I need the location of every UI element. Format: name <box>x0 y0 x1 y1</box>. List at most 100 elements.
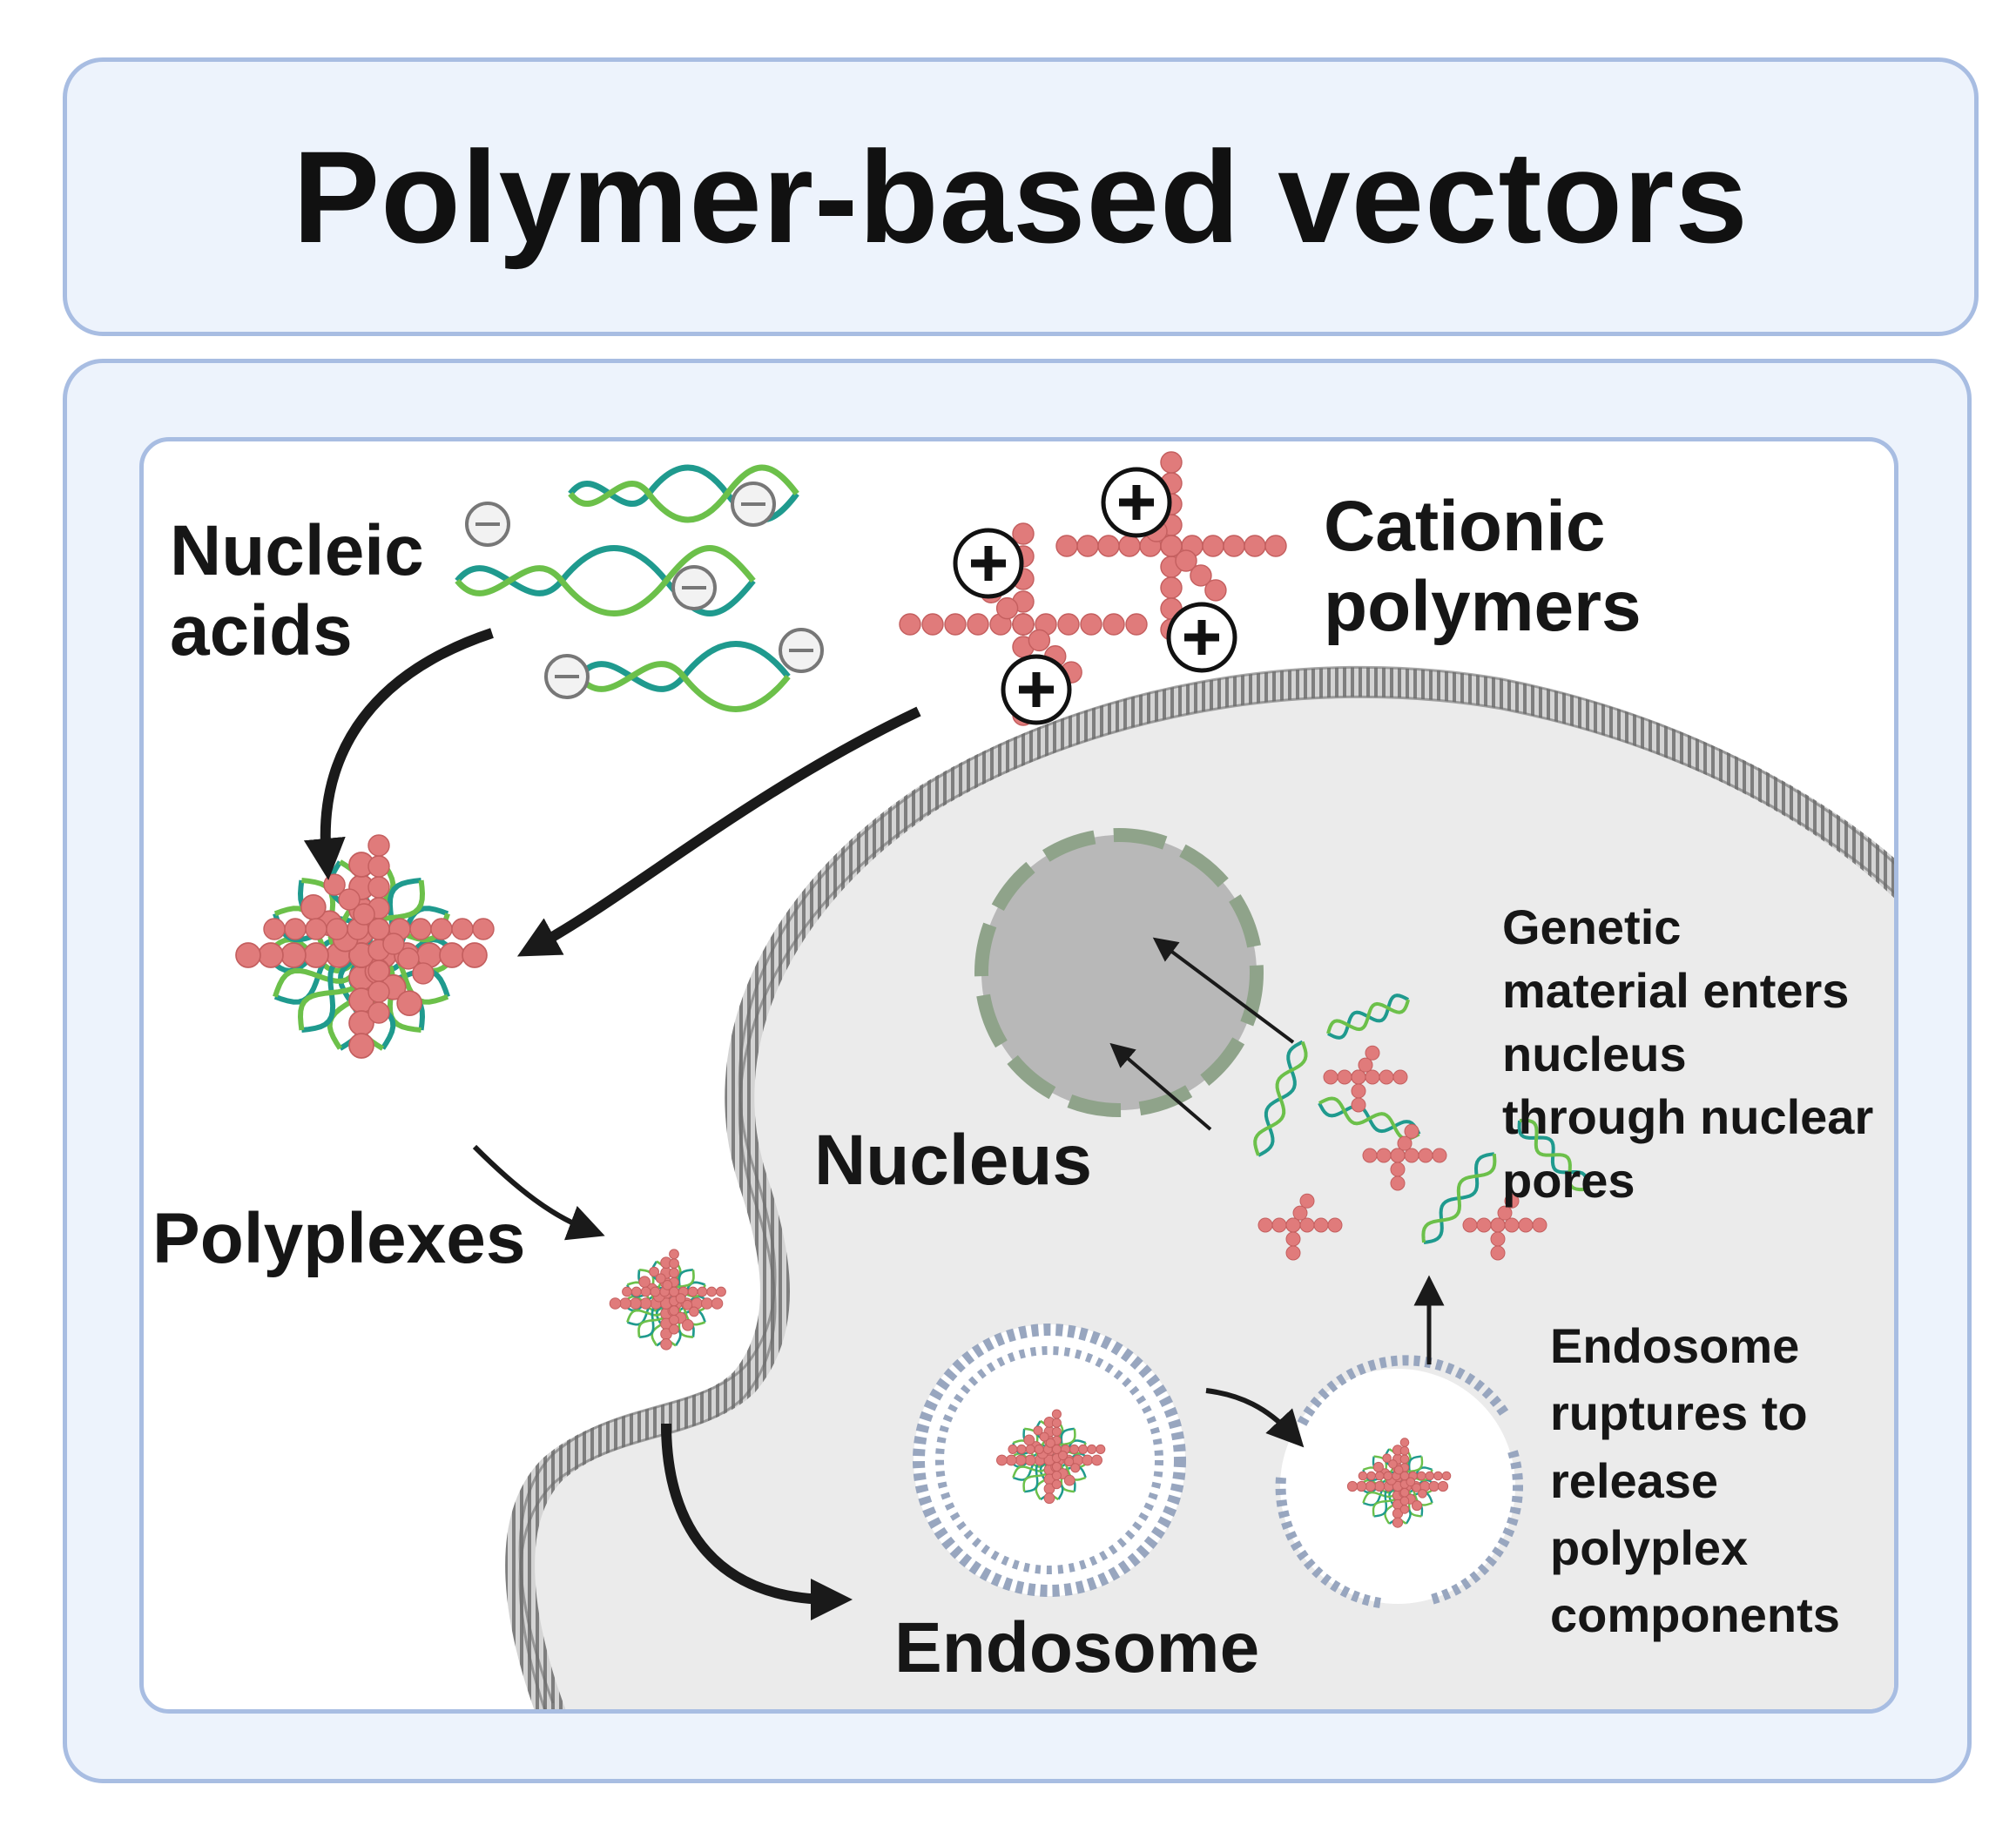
polymer-bead <box>669 1249 679 1260</box>
polymer-bead <box>1076 535 1099 557</box>
polymer-bead <box>619 1297 632 1310</box>
polymer-bead <box>669 1305 679 1316</box>
polymer-bead <box>1392 1069 1408 1085</box>
polymer-bead <box>1412 1483 1421 1492</box>
label-cationic-polymers: Cationic polymers <box>1324 487 1642 646</box>
polymer-bead <box>650 1286 661 1297</box>
polymer-bead <box>944 613 967 636</box>
polymer-bead <box>921 613 944 636</box>
polyplex-small <box>609 1249 726 1350</box>
polymer-bead <box>1392 1517 1404 1528</box>
polymer-bead <box>697 1286 708 1297</box>
polymer-bead <box>1365 1069 1380 1085</box>
polymer-bead <box>706 1286 718 1297</box>
polymer-bead <box>1441 1471 1452 1481</box>
polymer-bead <box>300 894 327 920</box>
dna-strand <box>1318 1096 1420 1142</box>
inner-panel: Nucleic acids Cationic polymers Polyplex… <box>139 437 1898 1714</box>
polymer-bead <box>430 918 453 940</box>
polymer-bead <box>1313 1217 1329 1233</box>
polymer-bead <box>1365 1480 1376 1492</box>
polymer-bead <box>1399 1471 1410 1481</box>
polymer-bead <box>1399 1487 1410 1498</box>
polymer-bead <box>1358 1471 1368 1481</box>
polymer-bead <box>1005 1454 1017 1466</box>
polymer-bead <box>1433 1471 1443 1481</box>
title-panel: Polymer-based vectors <box>63 57 1979 336</box>
polymer-bead <box>1418 1489 1427 1499</box>
polyplex-in-endosome <box>996 1409 1106 1505</box>
polymer-bead <box>669 1323 679 1335</box>
polymer-bead <box>1285 1231 1301 1247</box>
polymer-bead <box>382 933 405 955</box>
polymer-bead <box>1337 1069 1352 1085</box>
polymer-bead <box>640 1286 651 1297</box>
cell-body <box>520 682 1894 1709</box>
polymer-bead <box>1379 1069 1394 1085</box>
polymer-bead <box>1057 613 1080 636</box>
polymer-bead <box>338 888 361 911</box>
polymer-bead <box>1271 1217 1287 1233</box>
polymer-bead <box>689 1306 699 1317</box>
polymer-bead <box>1397 1135 1413 1151</box>
polymer-bead <box>630 1286 642 1297</box>
polymer-bead <box>1532 1217 1547 1233</box>
polymer-bead <box>1160 576 1183 599</box>
polymer-bead <box>669 1268 679 1278</box>
polymer-bead <box>1437 1480 1449 1492</box>
polymer-bead <box>1082 1454 1094 1466</box>
polymer-bead <box>1069 1444 1080 1454</box>
polymer-bead <box>367 876 390 899</box>
polymer-bead <box>1351 1097 1366 1113</box>
label-nucleic-acids: Nucleic acids <box>170 511 424 670</box>
polymer-bead <box>1051 1409 1062 1419</box>
polymer-bead <box>1063 1474 1075 1486</box>
polymer-bead <box>1358 1057 1373 1073</box>
polymer-bead <box>1051 1418 1062 1428</box>
process-arrows <box>303 628 1445 1620</box>
dna-strand <box>1253 1041 1308 1156</box>
polyplex-large <box>235 834 495 1059</box>
nucleus-shape <box>974 828 1264 1117</box>
polymer-bead <box>348 1033 374 1059</box>
polymer-bead <box>1023 1434 1035 1446</box>
polymer-bead <box>1432 1148 1447 1163</box>
polymer-bead <box>1388 1459 1398 1469</box>
polymer-bead <box>1091 1454 1102 1466</box>
polymer-bead <box>1008 1444 1018 1454</box>
polyplex-in-ruptured-endosome <box>1346 1438 1452 1528</box>
label-endosome: Endosome <box>894 1608 1260 1687</box>
polymer-bead <box>967 613 989 636</box>
polymer-bead <box>1404 1123 1419 1139</box>
polymer-bead <box>1490 1245 1506 1261</box>
polymer-bead <box>1497 1205 1513 1221</box>
cell-membrane <box>505 667 1894 1709</box>
polymer-bead <box>1346 1480 1359 1492</box>
polymer-bead <box>1390 1162 1406 1177</box>
polymer-bead <box>1390 1148 1406 1163</box>
polymer-bead <box>1024 1454 1036 1466</box>
polymer-bead <box>1362 1148 1378 1163</box>
polymer-bead <box>396 990 422 1016</box>
arrow-into-nucleus-2 <box>1109 1042 1212 1131</box>
polymer-bead <box>1399 1496 1410 1506</box>
polymer-bead <box>284 918 307 940</box>
polymer-bead <box>669 1286 679 1297</box>
polymer-bead <box>1043 1492 1055 1505</box>
polymer-bead <box>1097 535 1120 557</box>
polymer-bead <box>675 1293 686 1304</box>
label-polyplexes: Polyplexes <box>152 1199 526 1278</box>
polymer-bead <box>258 942 284 968</box>
polymer-bead <box>409 918 432 940</box>
polymer-bead <box>1390 1175 1406 1191</box>
polymer-bead <box>1356 1480 1367 1492</box>
polymer-bead <box>1404 1148 1419 1163</box>
polymer-bead <box>669 1315 679 1325</box>
polymer-bead <box>367 960 390 982</box>
polymer-bead <box>1125 613 1148 636</box>
polymer-bead <box>1264 535 1287 557</box>
polymer-bead <box>1374 1480 1386 1492</box>
polymer-bead <box>303 942 329 968</box>
polymer-bead <box>1204 579 1227 602</box>
polymer-bead <box>1175 549 1197 572</box>
